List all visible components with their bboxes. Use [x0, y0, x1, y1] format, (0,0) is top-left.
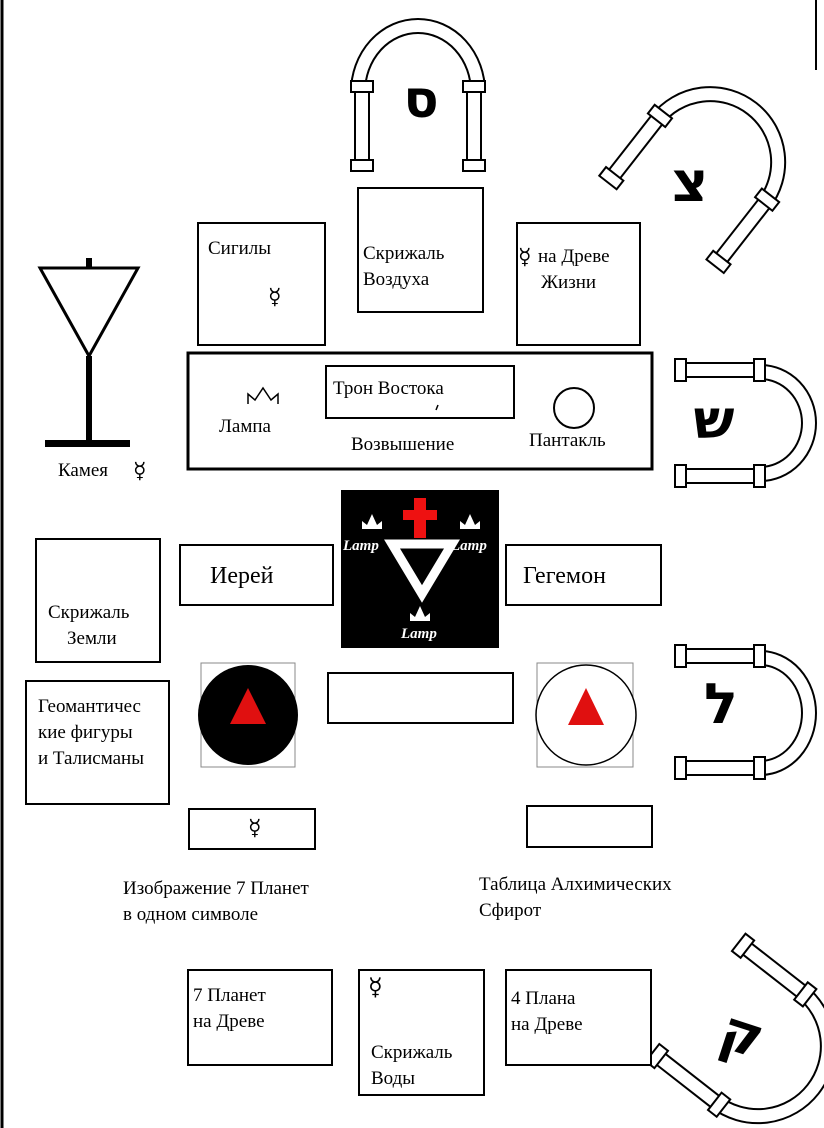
alchemical-table-box: [526, 805, 653, 848]
geomantic-label-3: и Талисманы: [38, 748, 144, 769]
air-tablet-label-2: Воздуха: [363, 269, 430, 290]
earth-tablet-box: [35, 538, 161, 663]
altar-lamp-label-left: Lamp: [343, 538, 379, 554]
water-tablet-box: [358, 969, 485, 1096]
alchemical-table-label-2: Сфирот: [479, 900, 542, 921]
seven-planets-mercury-icon: ☿: [248, 815, 262, 840]
top-right-arch: [598, 86, 787, 275]
central-altar: [341, 490, 499, 648]
lamp-crown-icon: [247, 387, 279, 405]
alchemical-table-label-1: Таблица Алхимических: [479, 874, 672, 895]
planes-tree-label-2: на Древе: [511, 1014, 583, 1035]
letter-samekh: ס: [403, 70, 439, 130]
tree-mercury-icon: ☿: [518, 244, 532, 269]
altar-lamp-label-bottom: Lamp: [401, 626, 437, 642]
cup-icon: [37, 258, 141, 447]
dais-rect: [186, 351, 654, 471]
letter-shin: ש: [693, 388, 735, 451]
sigils-mercury-icon: ☿: [268, 284, 282, 309]
hegemon-label: Гегемон: [523, 563, 606, 589]
planets-tree-label-1: 7 Планет: [193, 985, 266, 1006]
planes-tree-label-1: 4 Плана: [511, 988, 576, 1009]
planets-tree-label-2: на Древе: [193, 1011, 265, 1032]
right-arch-shin: [674, 358, 817, 488]
earth-tablet-label-1: Скрижаль: [48, 602, 130, 623]
center-empty-box: [327, 672, 514, 724]
right-arch-lamed: [674, 644, 817, 780]
planes-tree-box: [505, 969, 652, 1066]
lamp-label: Лампа: [219, 416, 271, 437]
seven-planets-image-label-2: в одном символе: [123, 904, 259, 925]
tree-of-life-label-2: Жизни: [541, 272, 597, 293]
geomantic-box: [25, 680, 170, 805]
priest-box: [179, 544, 334, 606]
air-tablet-label-1: Скрижаль: [363, 243, 445, 264]
air-tablet-box: [357, 187, 484, 313]
letter-lamed: ל: [704, 672, 738, 737]
kamea-mercury-icon: ☿: [133, 458, 147, 483]
kamea-label: Камея: [58, 460, 109, 481]
pantacle-label: Пантакль: [529, 430, 606, 451]
dais-label: Возвышение: [351, 434, 455, 455]
pantacle-circle-icon: [553, 387, 595, 429]
earth-tablet-label-2: Земли: [67, 628, 117, 649]
tree-of-life-box: [516, 222, 641, 346]
hegemon-box: [505, 544, 662, 606]
water-tablet-label-2: Воды: [371, 1068, 416, 1089]
altar-lamp-label-right: Lamp: [451, 538, 487, 554]
seven-planets-image-box: [188, 808, 316, 850]
bottom-right-arch: [644, 932, 824, 1125]
tree-of-life-label-1: на Древе: [538, 246, 610, 267]
priest-label: Иерей: [210, 563, 274, 589]
letter-tzaddi: צ: [671, 150, 709, 215]
water-mercury-icon: ☿: [368, 975, 383, 1001]
geomantic-label-2: кие фигуры: [38, 722, 133, 743]
geomantic-label-1: Геомантичес: [38, 696, 141, 717]
throne-label: Трон Востока: [333, 378, 444, 399]
water-tablet-label-1: Скрижаль: [371, 1042, 453, 1063]
sigils-label: Сигилы: [208, 238, 272, 259]
top-arch: [350, 18, 486, 172]
black-pillar-icon: [198, 662, 298, 768]
sigils-box: [197, 222, 326, 346]
seven-planets-image-label-1: Изображение 7 Планет: [123, 878, 309, 899]
throne-rect: [325, 365, 515, 419]
white-pillar-icon: [535, 662, 637, 768]
planets-tree-box: [187, 969, 333, 1066]
white-triangle-icon: [384, 539, 460, 603]
